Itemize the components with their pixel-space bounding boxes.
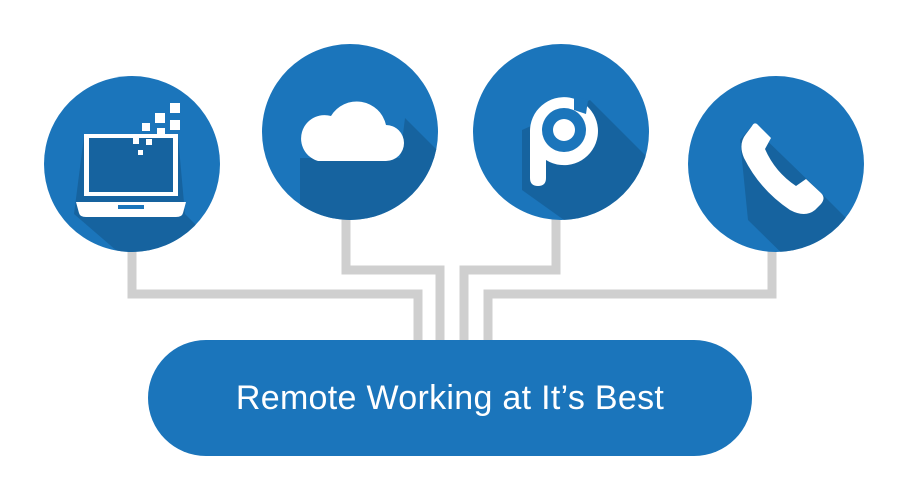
laptop-pixels-icon <box>76 103 186 217</box>
long-shadow <box>300 118 438 220</box>
connector-lines <box>127 218 777 342</box>
p-logo-icon <box>529 96 598 186</box>
node-laptop <box>44 76 220 252</box>
long-shadow <box>74 136 220 252</box>
connector-laptop <box>127 250 423 342</box>
node-phone <box>688 76 864 252</box>
connector-phone <box>483 250 777 342</box>
cloud-icon <box>301 101 404 161</box>
pill-label: Remote Working at It’s Best <box>235 378 665 417</box>
node-p-logo <box>473 44 649 220</box>
connector-p-logo <box>459 218 561 342</box>
node-cloud <box>262 44 438 220</box>
phone-handset-icon <box>741 123 824 214</box>
title-pill: Remote Working at It’s Best <box>148 340 752 456</box>
connector-cloud <box>341 218 445 342</box>
